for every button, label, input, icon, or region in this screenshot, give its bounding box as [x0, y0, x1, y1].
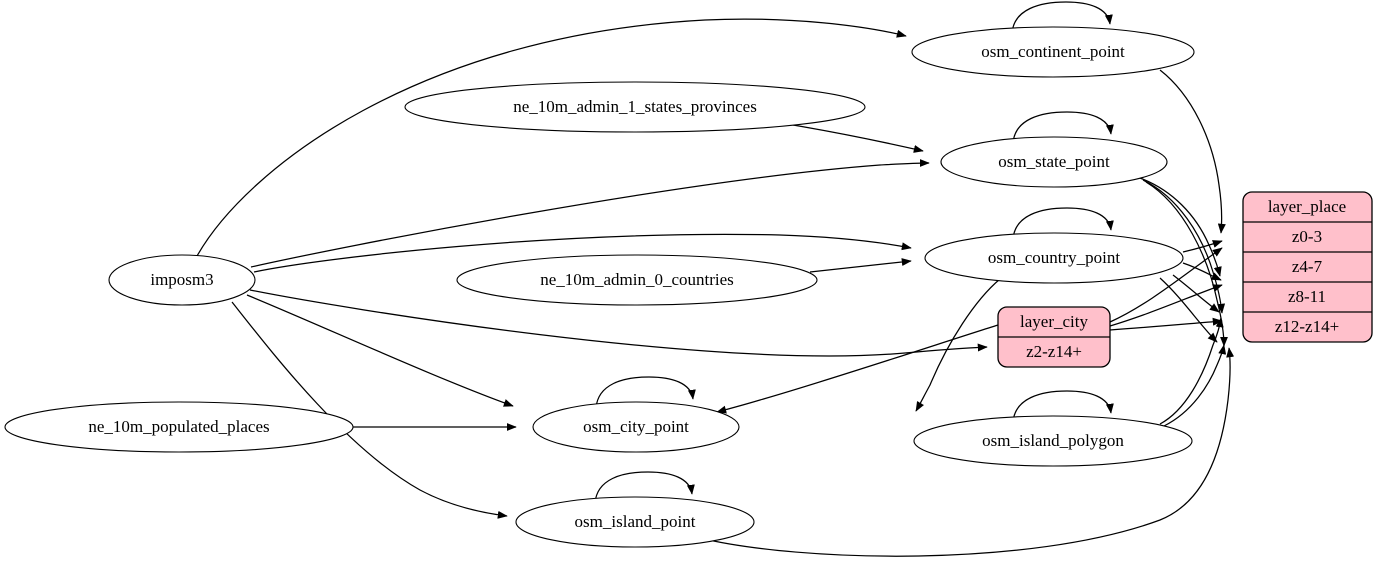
edge-layer-city-to-layer-place-z8-11: [1109, 317, 1223, 331]
edge-layer-city-to-layer-place-z4-7: [1109, 284, 1223, 327]
node-osm-country-point[interactable]: osm_country_point: [924, 232, 1184, 284]
edge-imposm3-to-layer-city: [249, 289, 988, 357]
edge-osm-country-point-to-layer-place-z12-z14: [1159, 277, 1218, 343]
node-label-ne-populated: ne_10m_populated_places: [88, 417, 269, 436]
edge-layer-city-to-layer-place-z0-3: [1109, 247, 1223, 323]
edge-self-loop-osm-island-polygon: [1012, 390, 1114, 423]
edge-ne-states-to-osm-state-point: [792, 124, 924, 153]
node-label-imposm3: imposm3: [150, 270, 213, 289]
node-layer: imposm3 ne_10m_admin_1_states_provinces …: [4, 26, 1373, 548]
node-label-ne-countries: ne_10m_admin_0_countries: [540, 270, 734, 289]
layer-place-row-z4-7[interactable]: z4-7: [1292, 257, 1323, 276]
edge-imposm3-to-osm-island-point: [231, 301, 508, 519]
node-osm-island-polygon[interactable]: osm_island_polygon: [913, 415, 1193, 467]
node-ne-10m-admin-1-states-provinces[interactable]: ne_10m_admin_1_states_provinces: [404, 81, 866, 133]
node-osm-city-point[interactable]: osm_city_point: [532, 401, 740, 453]
edge-self-loop-osm-city-point: [595, 376, 696, 409]
layer-city-title: layer_city: [1020, 312, 1088, 331]
node-imposm3[interactable]: imposm3: [108, 254, 256, 306]
node-ne-10m-admin-0-countries[interactable]: ne_10m_admin_0_countries: [456, 254, 818, 306]
layer-place-row-z0-3[interactable]: z0-3: [1292, 227, 1322, 246]
edge-osm-island-polygon-to-layer-place-z8-11: [1159, 317, 1224, 425]
record-node-layer-place[interactable]: layer_place z0-3 z4-7 z8-11 z12-z14+: [1242, 191, 1373, 343]
edge-osm-state-point-to-layer-place-z4-7: [1139, 177, 1222, 277]
record-node-layer-city[interactable]: layer_city z2-z14+: [997, 306, 1111, 368]
edge-layer-city-to-osm-city-point: [716, 324, 999, 414]
node-osm-island-point[interactable]: osm_island_point: [515, 496, 755, 548]
edge-osm-country-point-to-osm-island-polygon: [915, 278, 1001, 412]
node-label-osm-state-point: osm_state_point: [998, 152, 1110, 171]
edge-layer: [196, 1, 1235, 557]
edge-self-loop-osm-island-point: [594, 471, 695, 504]
edge-imposm3-to-osm-city-point: [246, 294, 514, 407]
node-osm-continent-point[interactable]: osm_continent_point: [911, 26, 1195, 78]
layer-place-body: [1242, 191, 1373, 343]
node-label-osm-country-point: osm_country_point: [988, 248, 1120, 267]
edge-ne-countries-to-osm-country-point: [809, 258, 912, 273]
node-label-osm-continent-point: osm_continent_point: [981, 42, 1125, 61]
edge-imposm3-to-osm-country-point: [253, 233, 912, 273]
layer-city-row-z2-z14[interactable]: z2-z14+: [1026, 342, 1082, 361]
edge-osm-state-point-to-layer-place-z8-11: [1142, 179, 1226, 314]
node-ne-10m-populated-places[interactable]: ne_10m_populated_places: [4, 401, 354, 453]
edge-self-loop-osm-country-point: [1012, 207, 1114, 240]
edge-imposm3-to-osm-continent-point: [196, 18, 907, 257]
edge-self-loop-osm-continent-point: [1011, 1, 1113, 34]
edge-osm-island-polygon-to-layer-place-z12-z14: [1163, 344, 1227, 427]
layer-place-title: layer_place: [1268, 197, 1346, 216]
edge-osm-island-point-to-layer-place-z12-z14: [699, 347, 1235, 557]
layer-place-row-z12-z14[interactable]: z12-z14+: [1275, 317, 1339, 336]
node-label-osm-city-point: osm_city_point: [583, 417, 689, 436]
node-label-ne-states: ne_10m_admin_1_states_provinces: [513, 97, 757, 116]
node-osm-state-point[interactable]: osm_state_point: [940, 136, 1168, 188]
layer-place-row-z8-11[interactable]: z8-11: [1288, 287, 1326, 306]
edge-self-loop-osm-state-point: [1012, 111, 1114, 144]
edge-imposm3-to-osm-state-point: [250, 159, 930, 268]
edge-osm-country-point-to-layer-place-z4-7: [1182, 262, 1222, 281]
node-label-osm-island-point: osm_island_point: [575, 512, 696, 531]
edge-osm-continent-point-to-layer-place-z0-3: [1159, 69, 1226, 234]
edge-osm-country-point-to-layer-place-z0-3: [1182, 240, 1223, 253]
edge-osm-country-point-to-layer-place-z8-11: [1172, 274, 1220, 313]
node-label-osm-island-polygon: osm_island_polygon: [982, 431, 1124, 450]
